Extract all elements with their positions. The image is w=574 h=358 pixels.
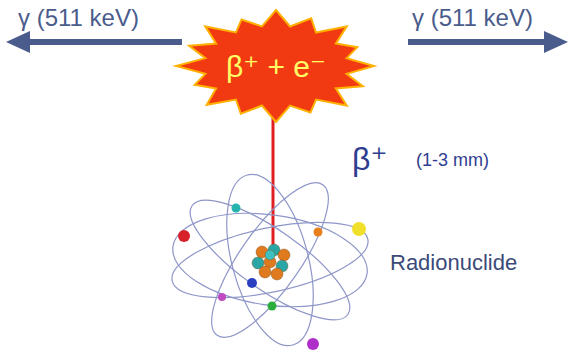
range-label: (1-3 mm) bbox=[416, 150, 489, 171]
electron bbox=[247, 278, 257, 288]
electron bbox=[178, 230, 190, 242]
electron bbox=[307, 338, 319, 350]
orbit bbox=[211, 165, 330, 355]
particle-label: β⁺ bbox=[352, 140, 387, 178]
nucleon bbox=[259, 266, 271, 278]
arrow-shaft bbox=[26, 39, 182, 45]
nucleon bbox=[265, 250, 275, 260]
arrow-head bbox=[6, 31, 30, 53]
gamma-label: γ (511 keV) bbox=[18, 4, 139, 32]
electron bbox=[232, 204, 241, 213]
orbit bbox=[193, 167, 348, 352]
electron bbox=[352, 222, 366, 236]
arrow-shaft bbox=[408, 39, 546, 45]
annihilation-burst: β⁺ + e⁻ bbox=[176, 10, 376, 122]
nucleon bbox=[271, 268, 283, 280]
radionuclide-label: Radionuclide bbox=[390, 250, 517, 276]
gamma-arrow-right bbox=[408, 31, 568, 53]
nucleon bbox=[278, 249, 290, 261]
electron bbox=[314, 228, 323, 237]
nucleus bbox=[252, 244, 290, 280]
gamma-arrow-left bbox=[6, 31, 182, 53]
orbit bbox=[175, 181, 365, 339]
electron bbox=[268, 302, 277, 311]
electrons bbox=[178, 204, 366, 351]
arrow-head bbox=[544, 31, 568, 53]
burst-shape bbox=[176, 10, 374, 122]
electron bbox=[218, 293, 226, 301]
atom bbox=[166, 165, 375, 355]
burst-text: β⁺ + e⁻ bbox=[226, 49, 326, 84]
gamma-label: γ (511 keV) bbox=[412, 4, 533, 32]
orbit bbox=[167, 202, 374, 318]
